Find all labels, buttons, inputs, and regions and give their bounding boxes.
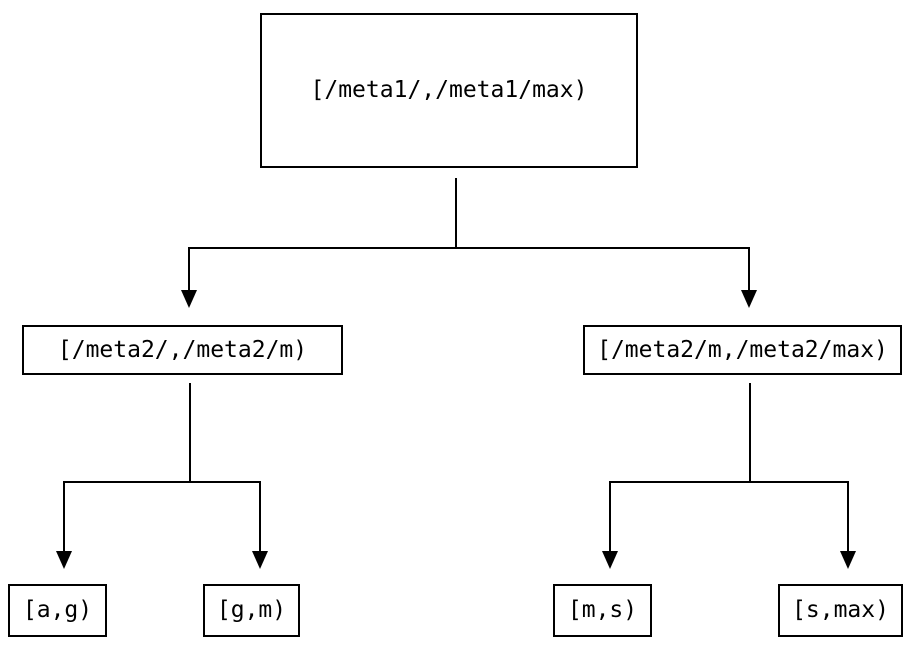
arrowhead-down-icon <box>602 551 618 569</box>
node-meta2-right-range: [/meta2/m,/meta2/max) <box>583 325 902 375</box>
node-leaf-range-gm: [g,m) <box>203 584 300 637</box>
node-root-range: [/meta1/,/meta1/max) <box>260 13 638 168</box>
node-meta2-left-range: [/meta2/,/meta2/m) <box>22 325 343 375</box>
node-leaf-range-ms: [m,s) <box>553 584 652 637</box>
arrowhead-down-icon <box>252 551 268 569</box>
edge-root-to-level2 <box>181 178 757 308</box>
arrowhead-down-icon <box>741 290 757 308</box>
node-leaf-range-smax: [s,max) <box>778 584 903 637</box>
edge-right-to-leaves <box>602 383 856 569</box>
arrowhead-down-icon <box>56 551 72 569</box>
arrowhead-down-icon <box>840 551 856 569</box>
arrowhead-down-icon <box>181 290 197 308</box>
node-leaf-range-ag: [a,g) <box>8 584 107 637</box>
edge-left-to-leaves <box>56 383 268 569</box>
